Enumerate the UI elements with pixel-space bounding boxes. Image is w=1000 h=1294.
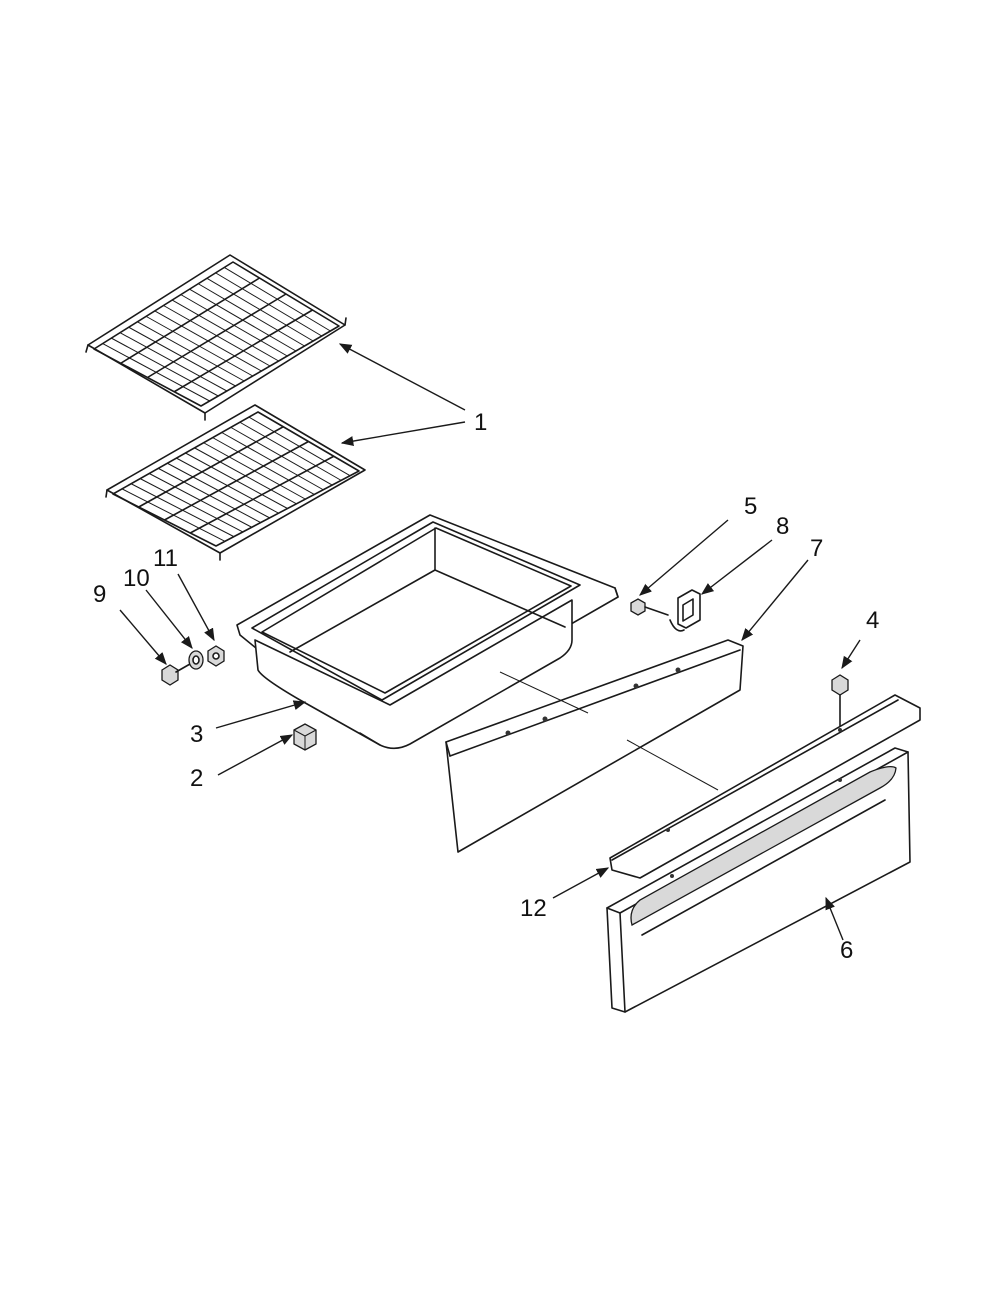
oven-rack-upper	[85, 254, 347, 421]
leader-8	[701, 539, 773, 595]
callout-9: 9	[93, 581, 106, 608]
callout-3: 3	[190, 721, 203, 748]
callout-2: 2	[190, 765, 203, 792]
leader-6	[825, 896, 844, 941]
callout-11: 11	[153, 545, 178, 572]
nut	[207, 645, 225, 667]
rack-crossbar	[138, 426, 284, 508]
callout-6: 6	[840, 937, 853, 964]
leader-11	[177, 573, 215, 642]
trim-strip	[609, 694, 921, 879]
rack-crossbar	[189, 455, 335, 534]
mounting-bolt	[161, 663, 191, 686]
guide-line-support-to-panel	[626, 739, 719, 791]
callout-12: 12	[520, 895, 547, 922]
rack-crossbar	[120, 277, 260, 364]
callout-10: 10	[123, 565, 150, 592]
callout-5: 5	[744, 493, 757, 520]
callout-7: 7	[810, 535, 823, 562]
leader-5	[639, 519, 729, 596]
rack-crossbar	[147, 293, 287, 379]
drawer-bracket	[669, 589, 701, 632]
guide-line-pan-to-support	[499, 671, 589, 714]
leader-7	[741, 559, 809, 641]
leader-12	[552, 867, 610, 899]
leader-3	[215, 700, 307, 729]
bracket-screw	[630, 598, 669, 616]
leader-2	[217, 734, 294, 776]
drawer-front-panel	[606, 747, 911, 1013]
rack-crossbar	[173, 309, 313, 393]
washer	[188, 650, 204, 670]
leader-1-lower	[340, 421, 466, 447]
oven-rack-lower	[105, 404, 366, 561]
leader-1-upper	[338, 343, 466, 411]
callout-1: 1	[474, 409, 487, 436]
panel-screw	[831, 674, 849, 731]
callout-8: 8	[776, 513, 789, 540]
leader-9	[119, 609, 167, 665]
leader-10	[145, 589, 193, 649]
drawer-pan	[236, 514, 619, 750]
rack-crossbar	[164, 440, 309, 521]
glide-block	[293, 723, 317, 751]
callout-4: 4	[866, 607, 879, 634]
drawer-front-support	[445, 639, 744, 853]
leader-4	[841, 639, 861, 670]
